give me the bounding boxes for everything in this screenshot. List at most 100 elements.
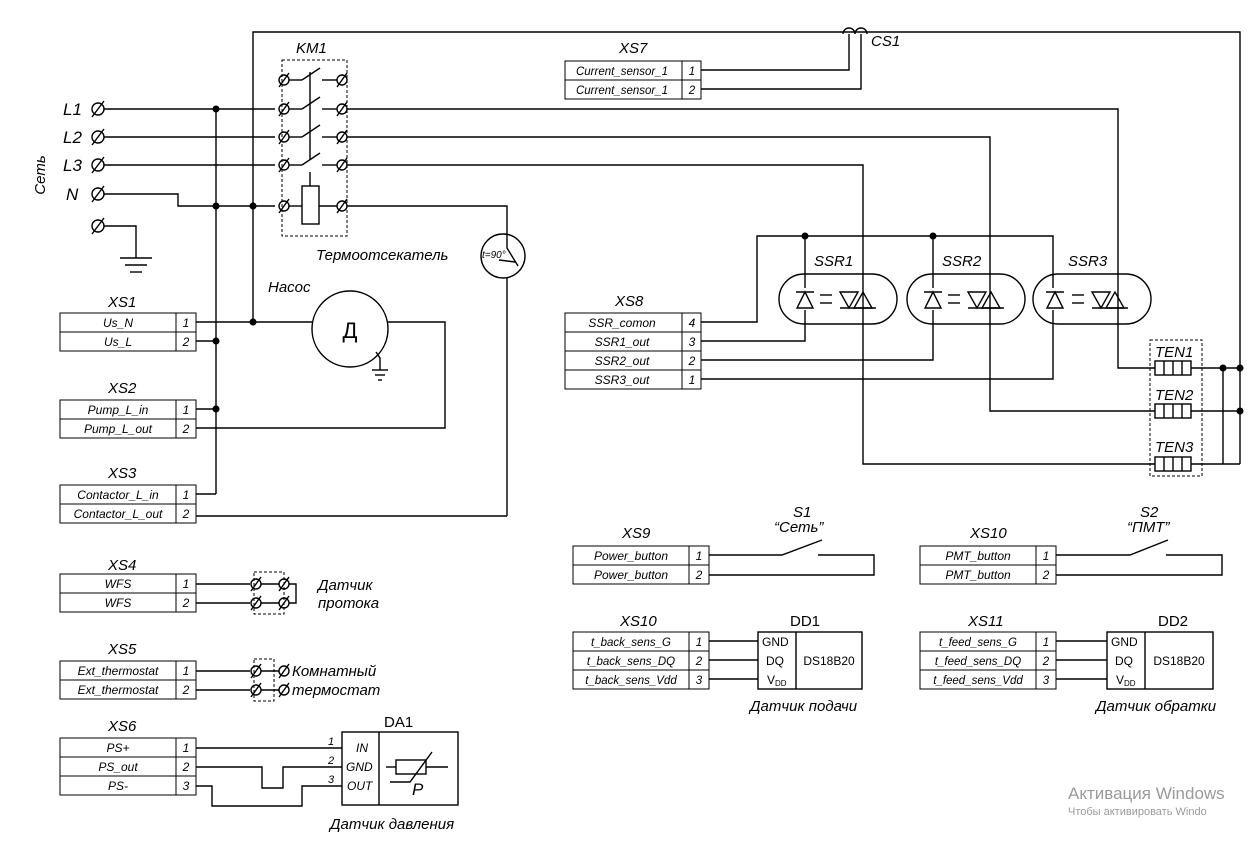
xs4-caption-2: протока: [318, 595, 379, 612]
terminal-symbols: [91, 100, 105, 235]
xs6-title: XS6: [107, 718, 137, 735]
pump-wires: [196, 321, 507, 517]
xs2-row2-pin: 2: [182, 422, 190, 436]
xs5-row1-label: Ext_thermostat: [78, 664, 159, 678]
xs5-caption-2: термостат: [292, 682, 380, 699]
dd2-title: DD2: [1158, 613, 1188, 630]
xs9-row2-label: Power_button: [594, 568, 668, 582]
xs8-row4-pin: 1: [689, 373, 696, 387]
xs7-connector: Current_sensor_1 1 Current_sensor_1 2: [564, 60, 702, 100]
xs11-row1-pin: 1: [1043, 637, 1049, 649]
dd2-pin-vdd: VDD: [1116, 673, 1136, 688]
km1-label: KM1: [296, 40, 327, 57]
xs10b-row1-label: t_back_sens_G: [591, 637, 671, 649]
xs2-connector: Pump_L_in 1 Pump_L_out 2: [59, 399, 197, 439]
xs3-title: XS3: [107, 465, 137, 482]
xs2-title: XS2: [107, 380, 137, 397]
thermo-temp: t=90°: [482, 250, 506, 261]
xs1-row1-pin: 1: [183, 316, 190, 330]
xs8-connector: SSR_comon 4 SSR1_out 3 SSR2_out 2 SSR3_o…: [564, 312, 702, 390]
xs10a-row2-pin: 2: [1042, 568, 1050, 582]
dd2-temp-sensor: GND DQ VDD DS18B20: [1106, 631, 1214, 690]
da1-title: DA1: [384, 714, 413, 731]
dd1-temp-sensor: GND DQ VDD DS18B20: [757, 631, 863, 690]
xs4-row2-label: WFS: [105, 596, 132, 610]
xs4-row2-pin: 2: [182, 596, 190, 610]
xs5-connector: Ext_thermostat 1 Ext_thermostat 2: [59, 660, 197, 700]
da1-pin-in: IN: [356, 741, 368, 755]
line-label-l3: L3: [63, 156, 82, 175]
xs10a-connector: PMT_button 1 PMT_button 2: [919, 545, 1057, 585]
xs8-row2-label: SSR1_out: [595, 335, 650, 349]
xs8-title: XS8: [614, 293, 644, 310]
xs3-connector: Contactor_L_in 1 Contactor_L_out 2: [59, 484, 197, 524]
xs11-row1-label: t_feed_sens_G: [939, 637, 1017, 649]
da1-symbol: P: [412, 780, 424, 799]
xs6-connector: PS+ 1 PS_out 2 PS- 3: [59, 737, 197, 796]
thermo-label: Термоотсекатель: [316, 247, 449, 264]
xs10b-wires: [709, 640, 758, 680]
mains-wires: [104, 31, 1241, 494]
s2-name: S2: [1140, 504, 1159, 521]
xs8-row3-pin: 2: [688, 354, 696, 368]
xs1-row2-label: Us_L: [104, 335, 132, 349]
thermostat-icon: [196, 658, 290, 702]
xs7-title: XS7: [618, 40, 648, 57]
xs11-row3-pin: 3: [1043, 675, 1050, 687]
xs2-row1-label: Pump_L_in: [88, 403, 149, 417]
xs6-wires: [196, 747, 342, 807]
thermo-switch-icon: t=90°: [480, 233, 526, 516]
xs10a-row1-label: PMT_button: [945, 549, 1011, 563]
line-label-n: N: [66, 185, 79, 204]
watermark-line1: Активация Windows: [1068, 784, 1225, 803]
xs3-row2-label: Contactor_L_out: [74, 507, 163, 521]
xs11-row2-pin: 2: [1042, 656, 1050, 668]
ten1-heater: TEN1: [1154, 344, 1240, 376]
xs11-connector: t_feed_sens_G 1 t_feed_sens_DQ 2 t_feed_…: [919, 631, 1057, 690]
xs3-row1-label: Contactor_L_in: [77, 488, 159, 502]
line-label-l2: L2: [63, 128, 82, 147]
dd1-chip: DS18B20: [803, 654, 855, 668]
xs4-caption-1: Датчик: [316, 577, 374, 594]
dd2-pin-dq: DQ: [1115, 654, 1133, 668]
xs5-row2-label: Ext_thermostat: [78, 683, 159, 697]
ten3-label: TEN3: [1155, 439, 1194, 456]
dd1-pin-vdd-sub: DD: [775, 679, 787, 688]
xs5-row1-pin: 1: [183, 664, 190, 678]
xs8-row4-label: SSR3_out: [595, 373, 650, 387]
xs10b-title: XS10: [619, 613, 657, 630]
xs4-row1-pin: 1: [183, 577, 190, 591]
xs3-row1-pin: 1: [183, 488, 190, 502]
ten1-label: TEN1: [1155, 344, 1193, 361]
dd2-pin-vdd-sub: DD: [1124, 679, 1136, 688]
dd2-pin-vdd-main: V: [1116, 673, 1124, 687]
cs1-label: CS1: [871, 33, 900, 50]
xs6-row2-label: PS_out: [98, 760, 138, 774]
xs6-row1-label: PS+: [106, 741, 129, 755]
ssr2-relay: SSR2: [906, 253, 1026, 325]
xs8-wires: [701, 235, 1054, 380]
ground-icon: [104, 225, 152, 273]
xs10b-row3-label: t_back_sens_Vdd: [585, 675, 677, 687]
xs8-row1-pin: 4: [689, 316, 696, 330]
da1-pin3-num: 3: [328, 774, 335, 786]
cs1-coil-icon: [701, 27, 868, 90]
xs2-row1-pin: 1: [183, 403, 190, 417]
xs1-connector: Us_N 1 Us_L 2: [59, 312, 197, 352]
xs4-connector: WFS 1 WFS 2: [59, 573, 197, 613]
da1-pressure-sensor: 1 2 3 IN GND OUT P: [327, 731, 459, 806]
xs10b-row2-pin: 2: [695, 656, 703, 668]
line-label-l1: L1: [63, 100, 82, 119]
xs8-row2-pin: 3: [689, 335, 696, 349]
pump-motor-letter: Д: [343, 318, 358, 343]
xs10a-title: XS10: [969, 525, 1007, 542]
km1-box: [281, 59, 348, 237]
xs7-row2-label: Current_sensor_1: [576, 85, 668, 97]
xs9-row1-label: Power_button: [594, 549, 668, 563]
watermark-line2: Чтобы активировать Windo: [1068, 806, 1207, 818]
dd2-chip: DS18B20: [1153, 654, 1205, 668]
xs1-row1-label: Us_N: [103, 316, 133, 330]
xs4-title: XS4: [107, 557, 136, 574]
ssr2-label: SSR2: [942, 253, 982, 270]
da1-caption: Датчик давления: [328, 816, 454, 833]
